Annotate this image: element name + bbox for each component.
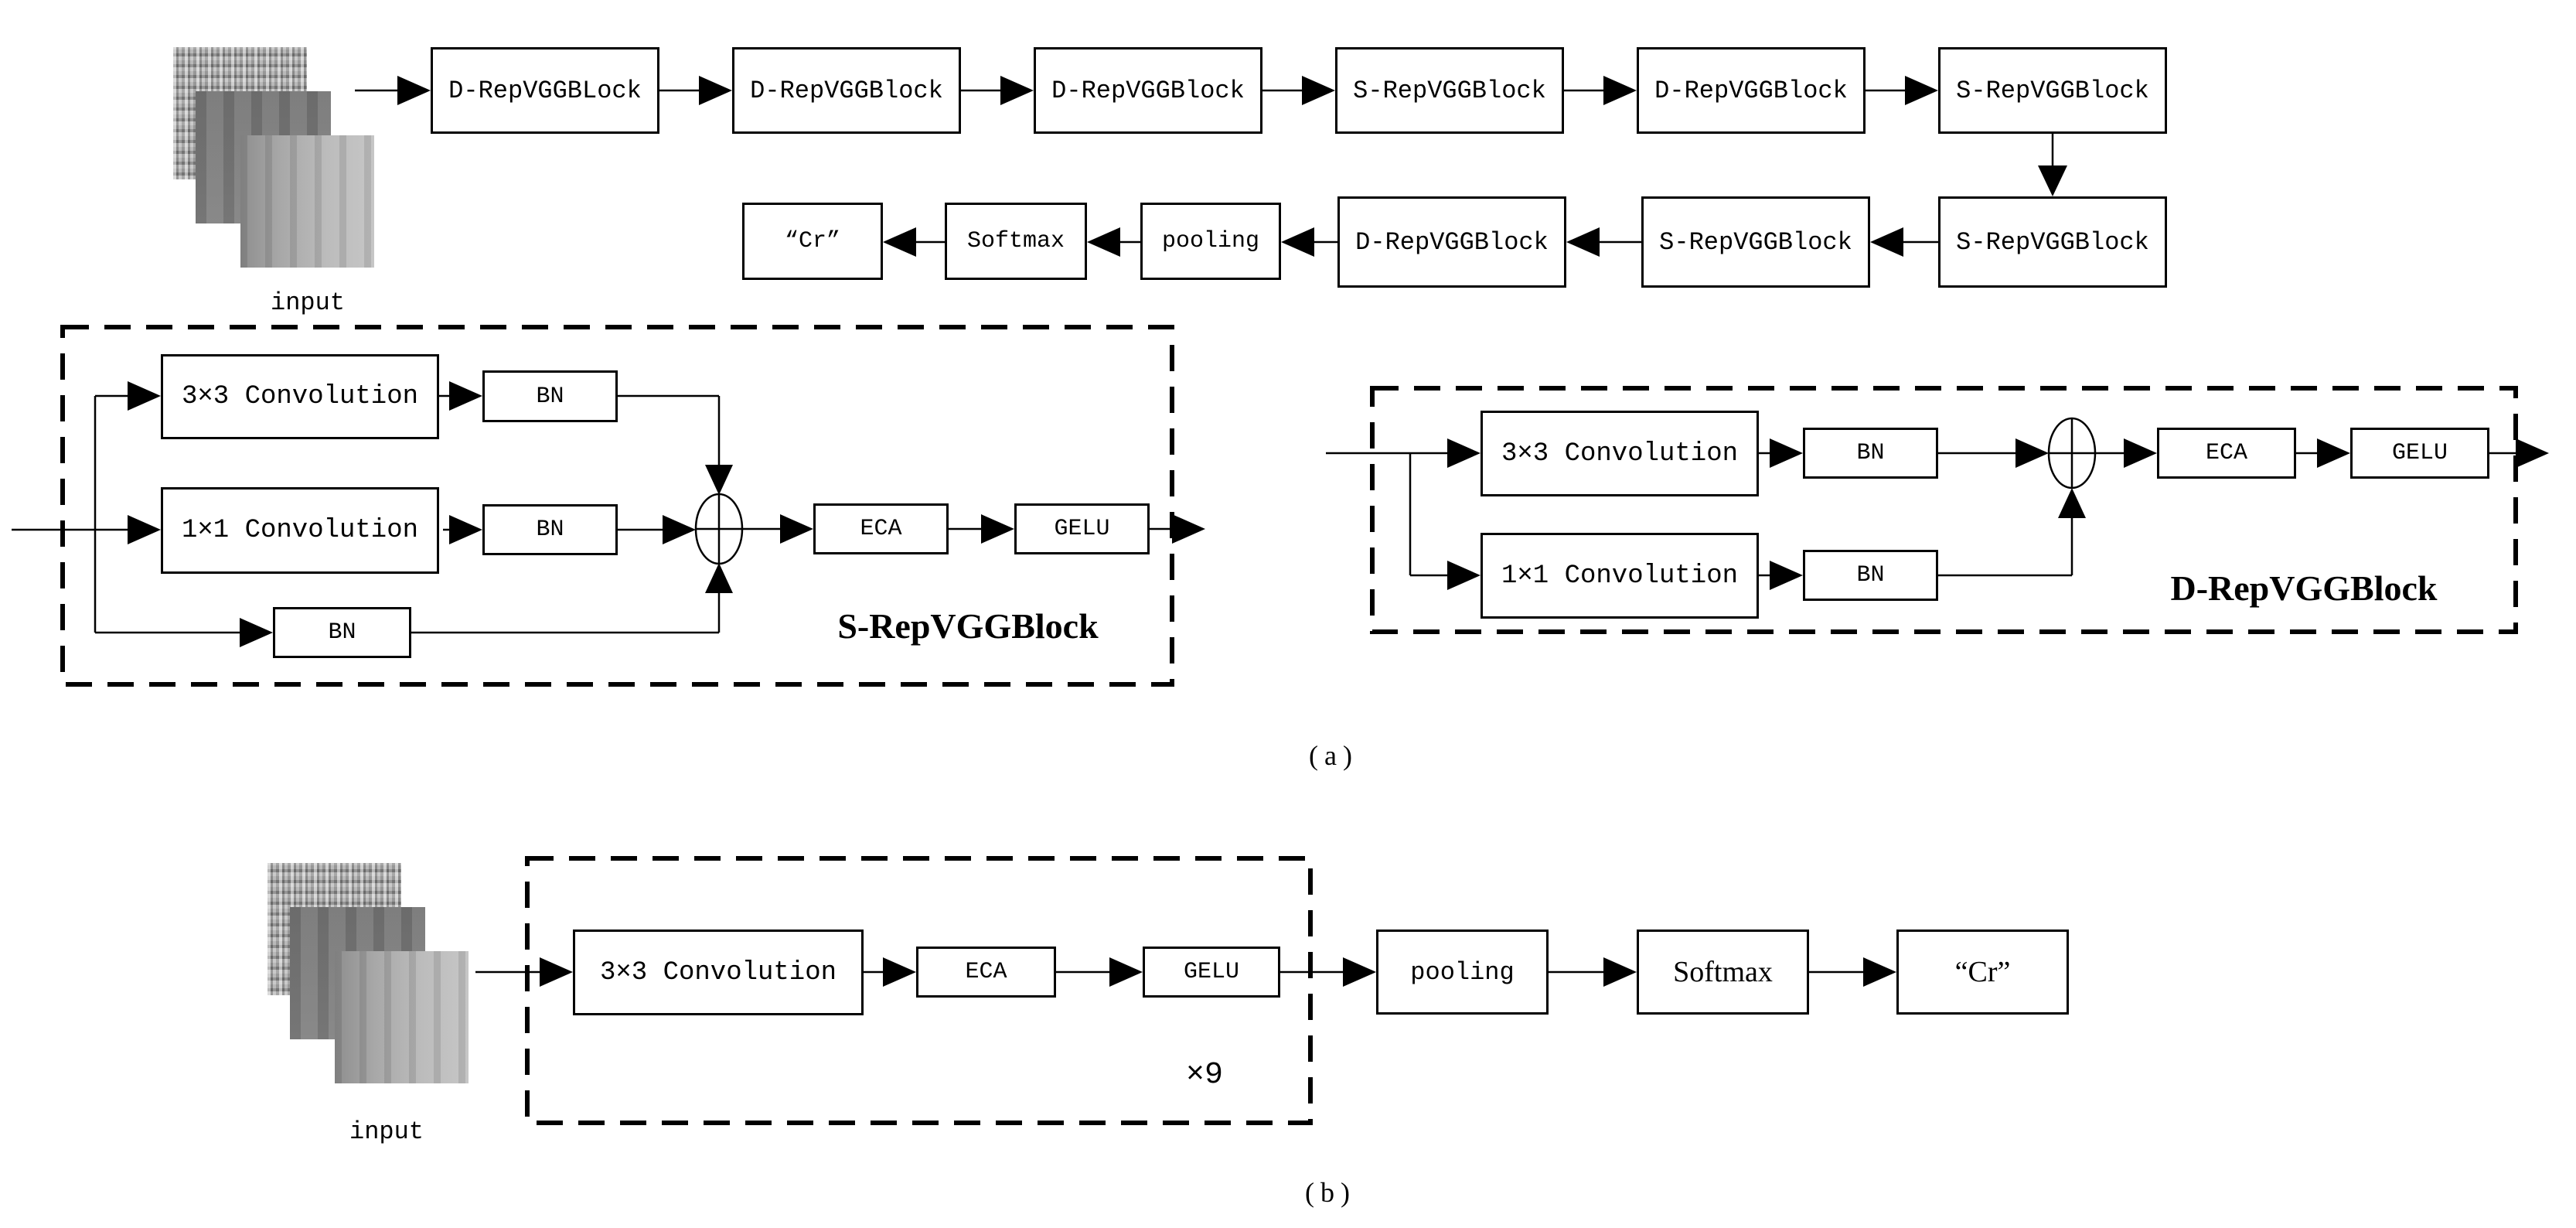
s-eca-box: ECA (813, 503, 949, 554)
s-block-dashed-frame (60, 325, 1174, 687)
stage-block-8: S-RepVGGBlock (1641, 196, 1870, 288)
stage-block-7: S-RepVGGBlock (1938, 196, 2167, 288)
input-image-gradient (335, 951, 469, 1083)
b-pooling-box: pooling (1376, 930, 1549, 1015)
stage-block-1: D-RepVGGBLock (431, 47, 659, 134)
input-label: input (270, 288, 345, 317)
stage-block-4: S-RepVGGBlock (1335, 47, 1564, 134)
repeat-count-label: ×9 (1185, 1057, 1223, 1093)
softmax-box: Softmax (945, 203, 1087, 280)
d-gelu-box: GELU (2350, 428, 2489, 479)
repeat-unit-dashed-frame (525, 856, 1313, 1125)
d-conv3x3-box: 3×3 Convolution (1481, 411, 1759, 496)
stage-block-5: D-RepVGGBlock (1637, 47, 1866, 134)
arrowheads (128, 76, 2549, 987)
sum-circle-icon (694, 493, 744, 565)
b-gelu-box: GELU (1143, 947, 1280, 998)
stage-block-9: D-RepVGGBlock (1337, 196, 1566, 288)
b-conv3x3-box: 3×3 Convolution (573, 930, 864, 1015)
input-image-gradient (240, 135, 374, 268)
stage-block-6: S-RepVGGBlock (1938, 47, 2167, 134)
d-bn1-box: BN (1803, 428, 1938, 479)
input-label: input (349, 1117, 424, 1146)
s-bn2-box: BN (482, 504, 618, 555)
s-gelu-box: GELU (1014, 503, 1150, 554)
d-eca-box: ECA (2157, 428, 2296, 479)
s-conv1x1-box: 1×1 Convolution (161, 487, 439, 574)
s-bn3-box: BN (273, 607, 411, 658)
s-conv3x3-box: 3×3 Convolution (161, 354, 439, 439)
sum-circle-icon (2047, 417, 2097, 489)
pooling-box: pooling (1140, 203, 1281, 280)
caption-a: (a) (1309, 740, 1358, 771)
d-block-title: D-RepVGGBlock (2170, 568, 2438, 608)
d-block-dashed-frame (1370, 386, 2518, 634)
d-conv1x1-box: 1×1 Convolution (1481, 533, 1759, 619)
d-bn2-box: BN (1803, 550, 1938, 601)
b-softmax-box: Softmax (1637, 930, 1809, 1015)
caption-b: (b) (1305, 1177, 1356, 1208)
b-output-class-box: “Cr” (1896, 930, 2069, 1015)
s-bn1-box: BN (482, 370, 618, 422)
stage-block-2: D-RepVGGBlock (732, 47, 961, 134)
s-block-title: S-RepVGGBlock (837, 605, 1099, 646)
stage-block-3: D-RepVGGBlock (1034, 47, 1262, 134)
b-eca-box: ECA (916, 947, 1056, 998)
output-class-box: “Cr” (742, 203, 883, 280)
